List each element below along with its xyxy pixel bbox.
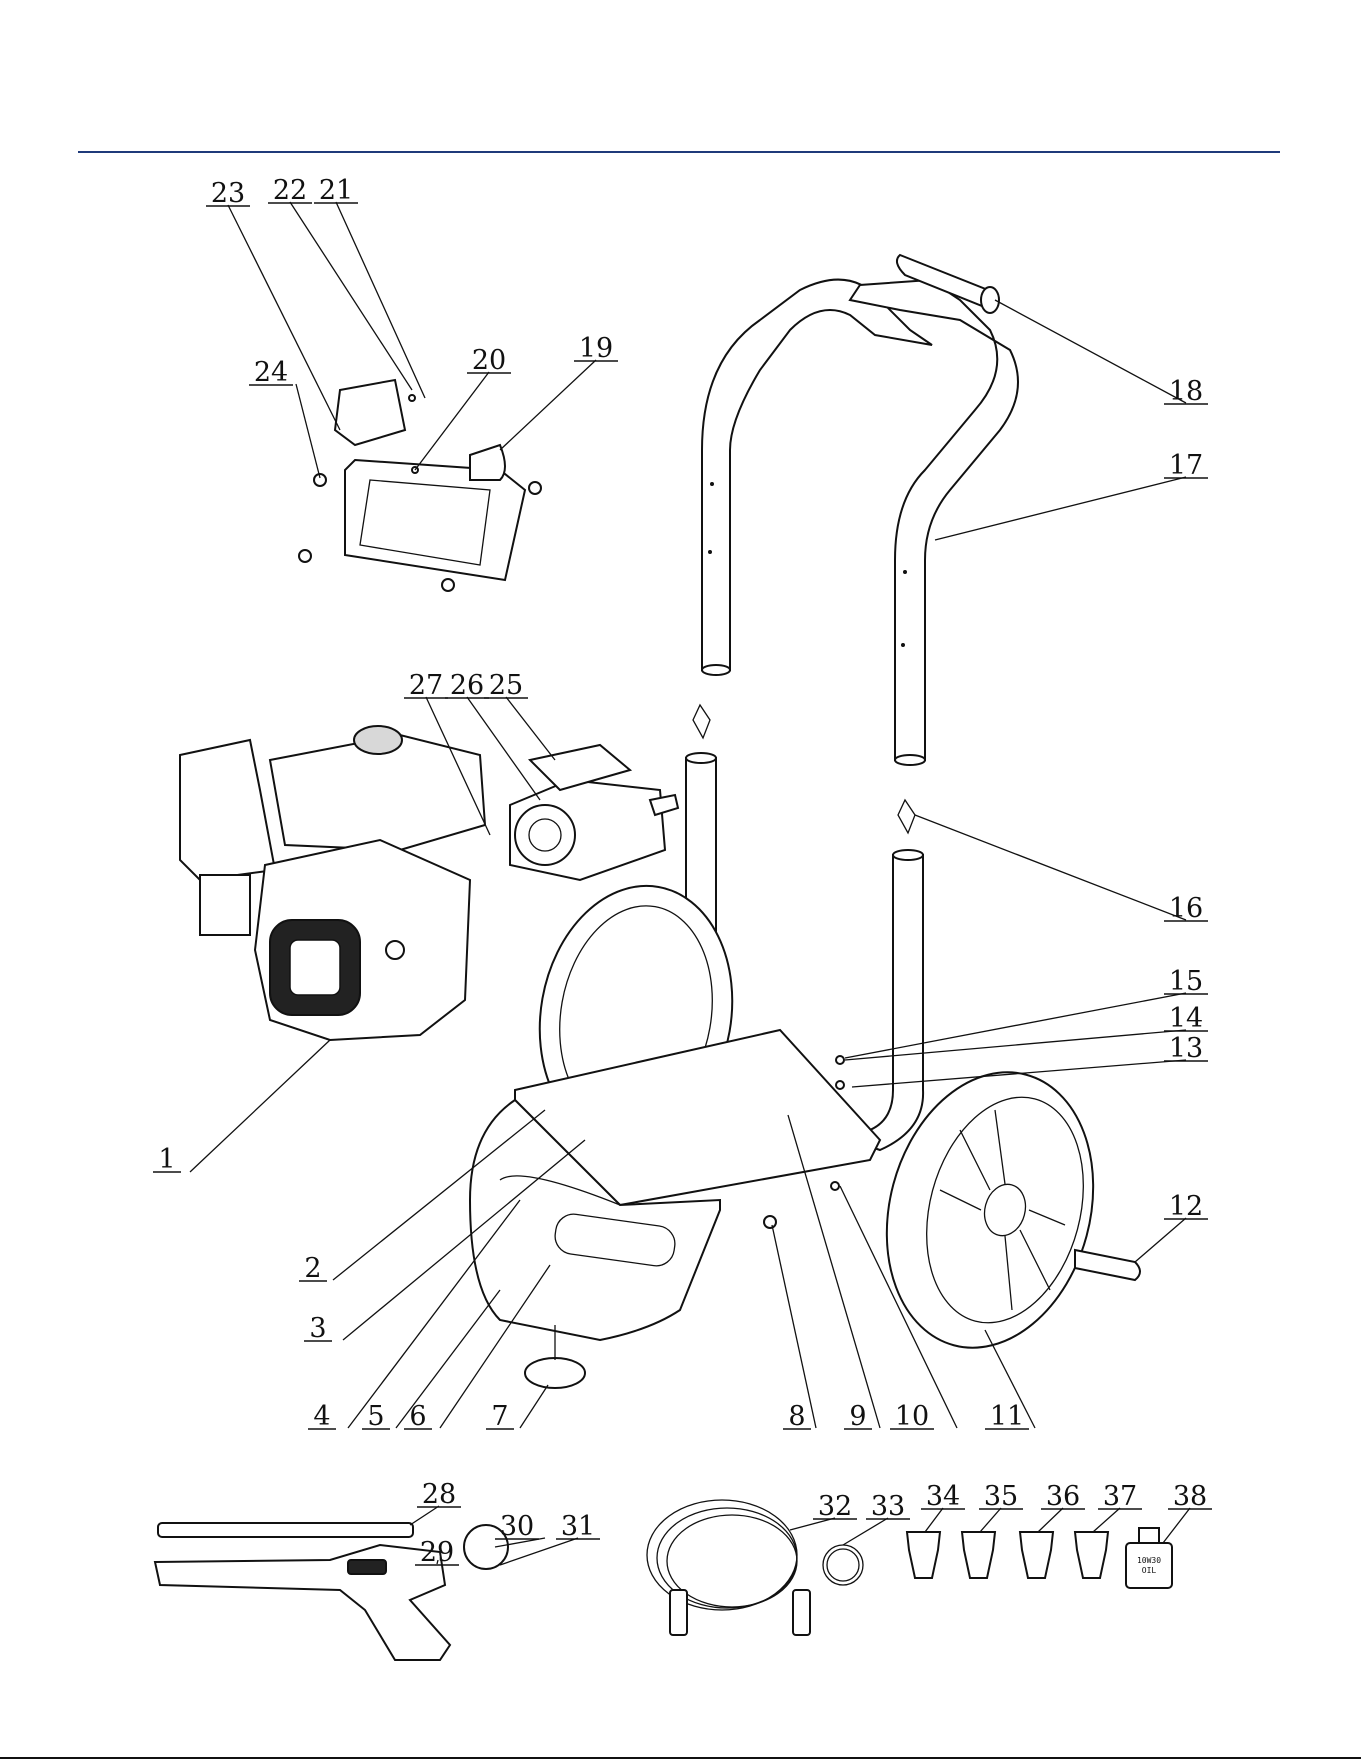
callout-4: 4 bbox=[313, 1401, 330, 1432]
leader-line-18 bbox=[995, 300, 1186, 403]
bracket-plate bbox=[345, 445, 525, 580]
leader-line-31 bbox=[500, 1538, 578, 1565]
engine-icon bbox=[180, 726, 485, 1040]
callout-30: 30 bbox=[500, 1511, 534, 1542]
callout-7: 7 bbox=[491, 1401, 508, 1432]
handle-frame bbox=[702, 280, 1018, 765]
callout-36: 36 bbox=[1046, 1481, 1080, 1512]
callout-17: 17 bbox=[1169, 450, 1203, 481]
callout-13: 13 bbox=[1169, 1033, 1203, 1064]
callout-3: 3 bbox=[309, 1313, 326, 1344]
leader-line-22 bbox=[290, 202, 412, 390]
callout-18: 18 bbox=[1169, 376, 1203, 407]
callout-24: 24 bbox=[254, 357, 288, 388]
callout-34: 34 bbox=[926, 1481, 960, 1512]
hose-icon bbox=[647, 1500, 810, 1635]
callout-21: 21 bbox=[319, 175, 353, 206]
leader-line-12 bbox=[1135, 1218, 1186, 1262]
leader-line-25 bbox=[506, 697, 555, 760]
callout-37: 37 bbox=[1103, 1481, 1137, 1512]
callout-26: 26 bbox=[450, 670, 484, 701]
callout-31: 31 bbox=[561, 1511, 595, 1542]
callout-8: 8 bbox=[788, 1401, 805, 1432]
leader-line-17 bbox=[935, 477, 1186, 540]
callout-12: 12 bbox=[1169, 1191, 1203, 1222]
callout-32: 32 bbox=[818, 1491, 852, 1522]
leader-line-24 bbox=[296, 384, 320, 478]
switch-housing bbox=[335, 380, 405, 445]
leader-line-7 bbox=[520, 1385, 548, 1428]
axle bbox=[1075, 1250, 1140, 1280]
spray-lance bbox=[158, 1523, 413, 1537]
oil-bottle-icon: 10W30 OIL bbox=[1126, 1528, 1172, 1588]
callout-23: 23 bbox=[211, 178, 245, 209]
leader-line-38 bbox=[1163, 1508, 1190, 1543]
handle-clip bbox=[693, 705, 915, 833]
callout-16: 16 bbox=[1169, 893, 1203, 924]
oil-bottle-label-line2: OIL bbox=[1142, 1566, 1157, 1575]
nozzle-icon bbox=[907, 1532, 1108, 1578]
leader-line-8 bbox=[772, 1225, 816, 1428]
callout-10: 10 bbox=[895, 1401, 929, 1432]
callout-15: 15 bbox=[1169, 966, 1203, 997]
leader-line-21 bbox=[336, 202, 425, 398]
callout-14: 14 bbox=[1169, 1003, 1203, 1034]
callout-29: 29 bbox=[420, 1537, 454, 1568]
callout-22: 22 bbox=[273, 175, 307, 206]
callout-25: 25 bbox=[489, 670, 523, 701]
spray-gun-icon bbox=[155, 1545, 450, 1660]
leader-line-23 bbox=[228, 205, 340, 430]
leader-line-1 bbox=[190, 1040, 330, 1172]
callout-9: 9 bbox=[849, 1401, 866, 1432]
callout-38: 38 bbox=[1173, 1481, 1207, 1512]
callout-27: 27 bbox=[409, 670, 443, 701]
callout-19: 19 bbox=[579, 333, 613, 364]
callout-6: 6 bbox=[409, 1401, 426, 1432]
callout-1: 1 bbox=[158, 1144, 175, 1175]
callout-5: 5 bbox=[367, 1401, 384, 1432]
cleaning-needle bbox=[823, 1545, 863, 1585]
callout-2: 2 bbox=[304, 1253, 321, 1284]
callout-20: 20 bbox=[472, 345, 506, 376]
leader-line-33 bbox=[843, 1518, 888, 1545]
callout-28: 28 bbox=[422, 1479, 456, 1510]
pump-icon bbox=[510, 745, 678, 880]
callout-11: 11 bbox=[990, 1401, 1024, 1432]
oil-bottle-label-line1: 10W30 bbox=[1137, 1556, 1161, 1565]
callout-33: 33 bbox=[871, 1491, 905, 1522]
leader-line-19 bbox=[500, 360, 596, 450]
leader-line-16 bbox=[915, 815, 1186, 920]
callout-35: 35 bbox=[984, 1481, 1018, 1512]
